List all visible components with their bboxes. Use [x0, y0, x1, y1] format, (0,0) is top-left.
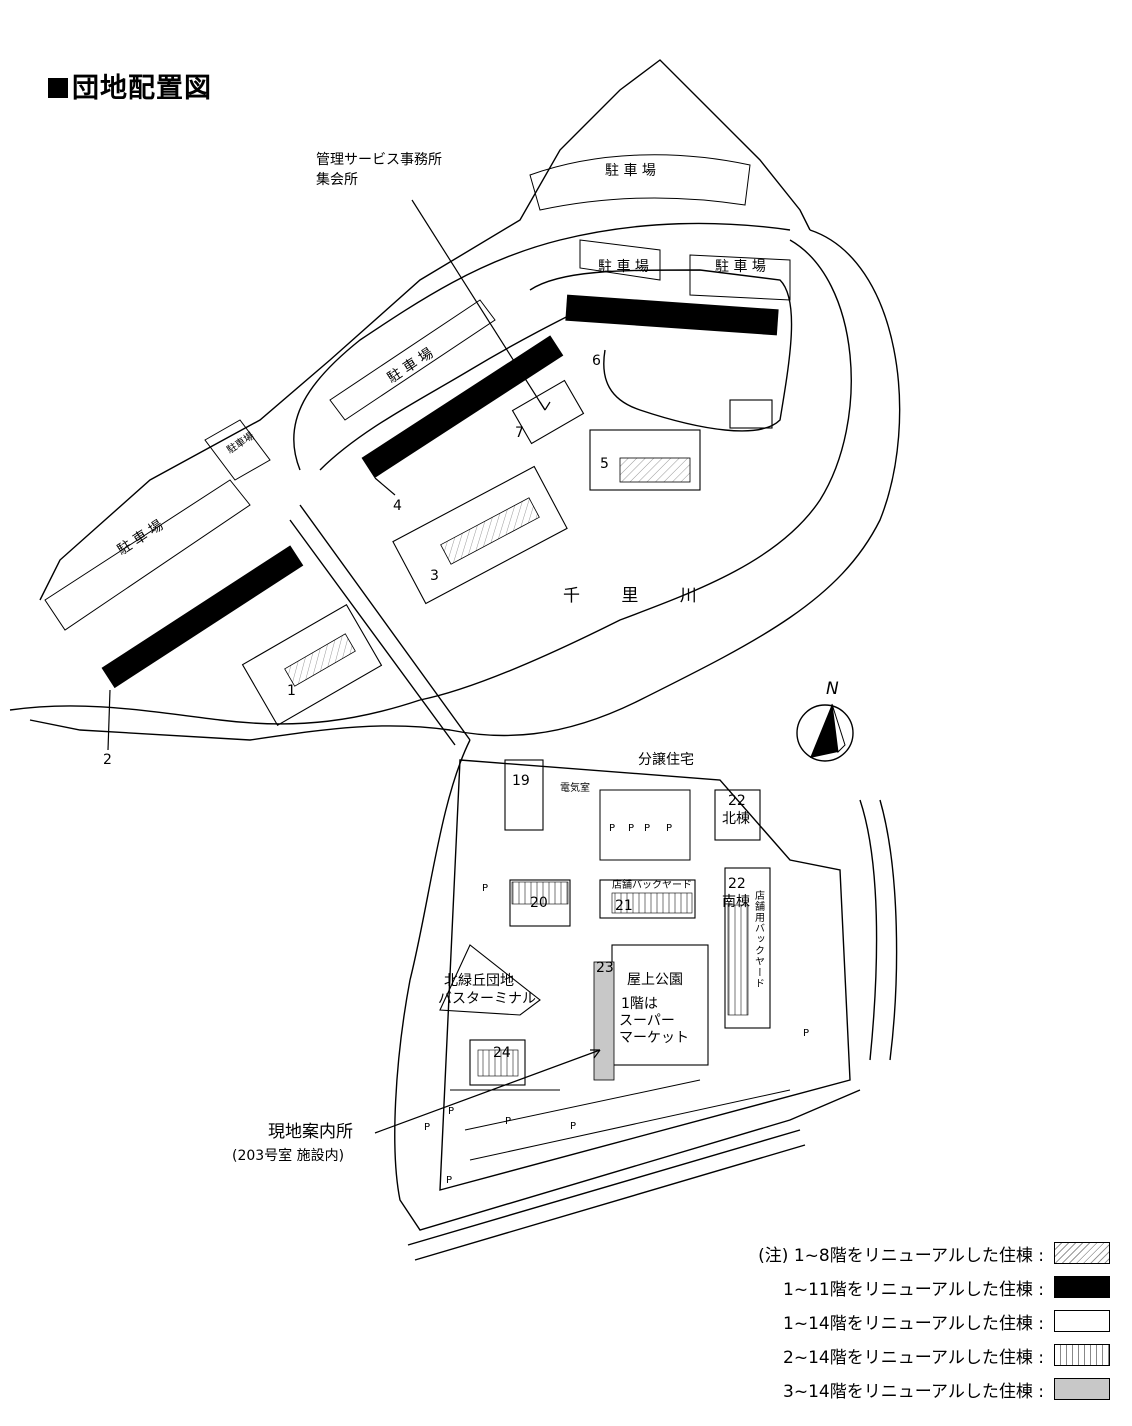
building-22s — [724, 867, 771, 1029]
building-20-number: 20 — [530, 895, 548, 911]
building-2 — [101, 545, 304, 689]
building-4 — [361, 335, 564, 479]
parking-marker: P — [424, 1122, 431, 1133]
parking-marker: P — [644, 823, 651, 834]
building-21 — [599, 879, 696, 919]
shop-backyard-label: 店舗バックヤード — [612, 880, 692, 891]
parking-label-3: 駐 車 場 — [715, 259, 766, 275]
legend-swatch-hatch — [1054, 1242, 1110, 1264]
upper-estate-boundary — [39, 59, 811, 601]
bridge — [289, 504, 471, 746]
legend-row: 1~11階をリニューアルした住棟 : — [783, 1274, 1110, 1300]
building-4-number: 4 — [393, 498, 402, 514]
building-19-number: 19 — [512, 773, 530, 789]
legend-text: 1~11階をリニューアルした住棟 : — [783, 1279, 1044, 1300]
building-19 — [504, 759, 544, 831]
building-3-outline — [392, 465, 568, 605]
legend-text: 1~14階をリニューアルした住棟 : — [783, 1313, 1044, 1334]
upper-road-outer — [29, 229, 901, 741]
parking-marker: P — [505, 1116, 512, 1127]
office-label: 管理サービス事務所 — [316, 152, 442, 168]
north-arrow-icon — [796, 703, 854, 762]
parking-marker: P — [628, 823, 635, 834]
river-label: 千 里 川 — [563, 586, 715, 606]
building-23 — [593, 961, 615, 1081]
lower-estate-boundary — [394, 739, 861, 1231]
bus-terminal-line-1: 北緑丘団地 — [444, 973, 514, 989]
building-22n-number: 22 — [728, 793, 746, 809]
building-22n — [714, 789, 761, 841]
building-7-number: 7 — [515, 425, 524, 441]
parking-marker: P — [803, 1028, 810, 1039]
building-21-number: 21 — [615, 898, 633, 914]
north-label: N — [826, 679, 839, 699]
office-leader-line — [411, 199, 546, 411]
building-24 — [469, 1039, 526, 1086]
electric-room-label: 電気室 — [560, 783, 590, 794]
bus-terminal — [439, 944, 541, 1016]
parking-strips — [44, 154, 791, 631]
building-2-number: 2 — [103, 752, 112, 768]
onsite-office-label: 現地案内所 — [268, 1122, 353, 1142]
parking-label-2: 駐 車 場 — [598, 259, 649, 275]
renovated-buildings — [101, 294, 779, 1081]
legend-text: 2~14階をリニューアルした住棟 : — [783, 1347, 1044, 1368]
building-3-number: 3 — [430, 568, 439, 584]
inner-road-a — [293, 222, 791, 471]
lower-inner-road — [439, 759, 851, 1191]
legend-row: 1~14階をリニューアルした住棟 : — [783, 1308, 1110, 1334]
building-22s-number: 22 — [728, 876, 746, 892]
onsite-office-leader-line — [374, 1049, 601, 1134]
parking-label-1: 駐 車 場 — [605, 163, 656, 179]
legend-swatch-white — [1054, 1310, 1110, 1332]
building-6-number: 6 — [592, 353, 601, 369]
inner-road-b — [529, 269, 793, 432]
parking-marker: P — [482, 883, 489, 894]
legend-row: 3~14階をリニューアルした住棟 : — [783, 1376, 1110, 1402]
supermarket-line-2: スーパー — [619, 1013, 675, 1029]
rooftop-park-label: 屋上公園 — [627, 972, 683, 988]
building-24-number: 24 — [493, 1045, 511, 1061]
parking-marker: P — [609, 823, 616, 834]
upper-road-inner — [419, 239, 852, 701]
supermarket-line-3: マーケット — [619, 1030, 689, 1046]
building-6 — [565, 294, 779, 336]
inner-road-c — [319, 299, 601, 471]
building-20 — [509, 879, 571, 927]
parking-marker: P — [448, 1106, 455, 1117]
building-5-number: 5 — [600, 456, 609, 472]
page-title: 団地配置図 — [48, 66, 212, 105]
inner-road-d — [9, 699, 421, 725]
shop-backyard-vertical-label: 店舗用バックヤード — [752, 890, 764, 989]
square-bullet-icon — [48, 78, 68, 98]
legend-text: 3~14階をリニューアルした住棟 : — [783, 1381, 1044, 1402]
condo-label: 分譲住宅 — [638, 752, 694, 768]
onsite-office-sublabel: (203号室 施設内) — [232, 1148, 345, 1164]
building-23-number: 23 — [596, 960, 614, 976]
building-1-outline — [241, 603, 383, 727]
building-22s-label: 南棟 — [722, 894, 750, 910]
parking-marker: P — [570, 1121, 577, 1132]
legend-swatch-gray — [1054, 1378, 1110, 1400]
lower-road — [407, 1129, 806, 1261]
bus-terminal-line-2: バスターミナル — [438, 991, 536, 1007]
legend-swatch-black — [1054, 1276, 1110, 1298]
legend-row: 2~14階をリニューアルした住棟 : — [783, 1342, 1110, 1368]
building-5-outline — [589, 429, 701, 491]
parking-marker: P — [666, 823, 673, 834]
legend-text: (注) 1~8階をリニューアルした住棟 : — [758, 1245, 1044, 1266]
parking-marker: P — [446, 1175, 453, 1186]
supermarket-line-1: 1階は — [621, 996, 658, 1012]
building-7 — [511, 379, 585, 445]
legend-row: (注) 1~8階をリニューアルした住棟 : — [758, 1240, 1110, 1266]
assembly-label: 集会所 — [316, 172, 358, 188]
legend-swatch-vertical-lines — [1054, 1344, 1110, 1366]
building-22n-label: 北棟 — [722, 811, 750, 827]
building-1-number: 1 — [287, 683, 296, 699]
